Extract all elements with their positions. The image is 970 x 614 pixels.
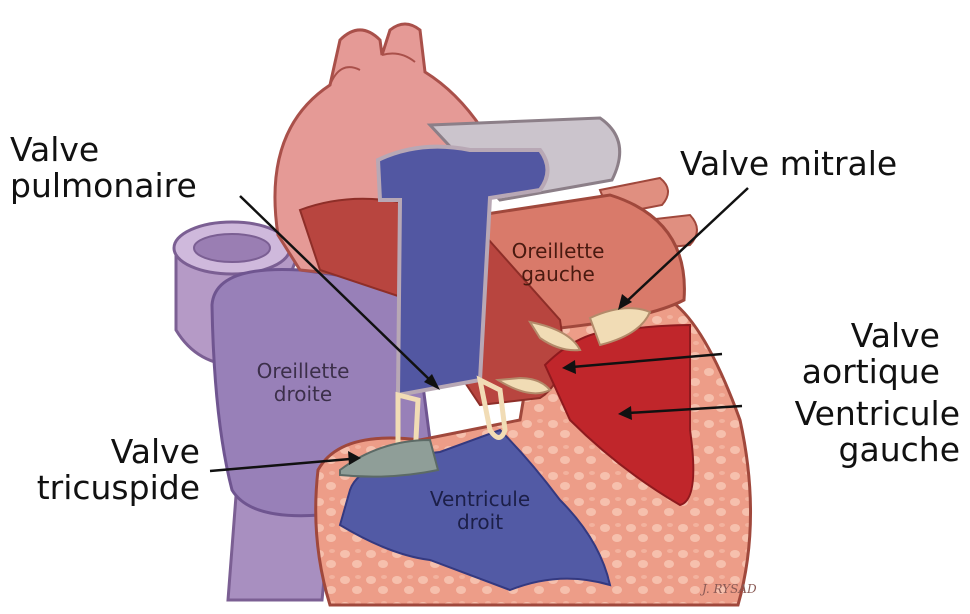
artist-signature: J. RYSAD bbox=[702, 582, 757, 596]
mitral-valve-label: Valve mitrale bbox=[680, 146, 897, 182]
left-atrium-label: Oreillette gauche bbox=[488, 240, 628, 286]
left-ventricle-line-2: gauche bbox=[730, 432, 960, 468]
pulmonary-valve-line-2: pulmonaire bbox=[10, 168, 197, 204]
right-ventricle-line-2: droit bbox=[400, 511, 560, 534]
left-ventricle-label: Ventricule gauche bbox=[730, 396, 960, 468]
left-ventricle-line-1: Ventricule bbox=[730, 396, 960, 432]
right-ventricle-line-1: Ventricule bbox=[400, 488, 560, 511]
aortic-valve-line-2: aortique bbox=[700, 354, 940, 390]
tricuspid-valve-line-1: Valve bbox=[0, 434, 200, 470]
left-atrium-line-1: Oreillette bbox=[488, 240, 628, 263]
aortic-valve-label: Valve aortique bbox=[700, 318, 940, 390]
right-atrium-line-2: droite bbox=[228, 383, 378, 406]
pulmonary-valve-label: Valve pulmonaire bbox=[10, 132, 197, 204]
left-atrium-line-2: gauche bbox=[488, 263, 628, 286]
aortic-valve-line-1: Valve bbox=[700, 318, 940, 354]
tricuspid-valve-line-2: tricuspide bbox=[0, 470, 200, 506]
mitral-valve-line-1: Valve mitrale bbox=[680, 146, 897, 182]
right-ventricle-label: Ventricule droit bbox=[400, 488, 560, 534]
right-atrium-label: Oreillette droite bbox=[228, 360, 378, 406]
pulmonary-valve-line-1: Valve bbox=[10, 132, 197, 168]
tricuspid-valve-label: Valve tricuspide bbox=[0, 434, 200, 506]
right-atrium-line-1: Oreillette bbox=[228, 360, 378, 383]
